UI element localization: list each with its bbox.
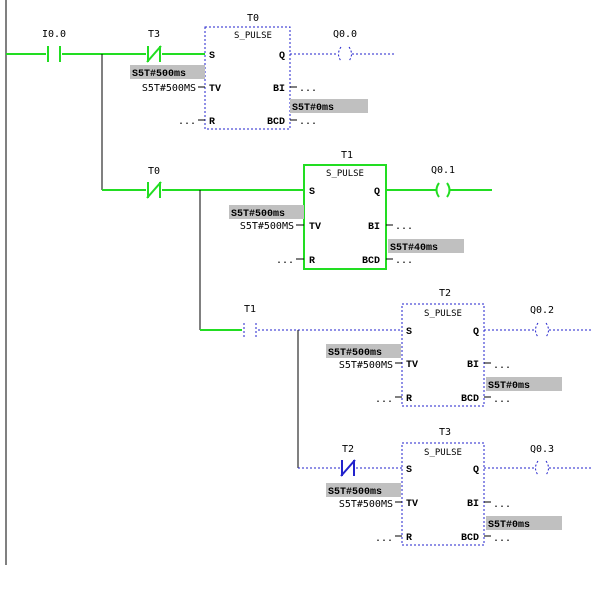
timer-block-t0[interactable]: T0 S_PULSE S Q TV BI R BCD S5T#500ms S5T… <box>130 13 368 130</box>
timer-t3-bcd-value: S5T#0ms <box>488 520 530 531</box>
timer-t0-tv-param: S5T#500MS <box>142 83 196 94</box>
timer-t3-label: T3 <box>439 427 451 438</box>
timer-t1-type: S_PULSE <box>326 169 364 179</box>
coil-q0-0-label: Q0.0 <box>333 29 357 40</box>
timer-t1-tv-actual: S5T#500ms <box>231 209 285 220</box>
timer-t2-r-input: ... <box>375 394 393 405</box>
timer-t0-pin-bi: BI <box>273 84 285 95</box>
timer-t1-bcd-output: ... <box>395 255 413 266</box>
timer-t0-pin-s: S <box>209 51 215 62</box>
contact-i0-0[interactable]: I0.0 <box>42 29 66 62</box>
timer-t2-pin-q: Q <box>473 327 479 338</box>
timer-t2-label: T2 <box>439 288 451 299</box>
timer-t2-type: S_PULSE <box>424 309 462 319</box>
timer-t0-pin-q: Q <box>279 51 285 62</box>
contact-t3-label: T3 <box>148 29 160 40</box>
coil-q0-2-label: Q0.2 <box>530 305 554 316</box>
timer-t0-pin-tv: TV <box>209 84 221 95</box>
rung-t3: T2 T3 S_PULSE S Q TV BI R BCD S5T#500ms … <box>298 427 592 546</box>
timer-t1-tv-param: S5T#500MS <box>240 221 294 232</box>
coil-q0-3[interactable]: Q0.3 <box>484 444 592 476</box>
timer-t0-pin-r: R <box>209 117 215 128</box>
timer-t2-pin-s: S <box>406 327 412 338</box>
timer-t3-tv-actual: S5T#500ms <box>328 487 382 498</box>
contact-t1-label: T1 <box>244 304 256 315</box>
timer-t3-bi-output: ... <box>493 499 511 510</box>
timer-block-t1[interactable]: T1 S_PULSE S Q TV BI R BCD S5T#500ms S5T… <box>229 150 464 270</box>
timer-t3-r-input: ... <box>375 533 393 544</box>
contact-t0-label: T0 <box>148 166 160 177</box>
timer-t2-pin-bcd: BCD <box>461 394 479 405</box>
timer-t0-bcd-output: ... <box>299 116 317 127</box>
timer-t2-bi-output: ... <box>493 360 511 371</box>
coil-q0-3-label: Q0.3 <box>530 444 554 455</box>
timer-t1-label: T1 <box>341 150 353 161</box>
timer-t2-pin-tv: TV <box>406 360 418 371</box>
timer-t0-tv-actual: S5T#500ms <box>132 69 186 80</box>
timer-t1-pin-r: R <box>309 256 315 267</box>
timer-t3-pin-r: R <box>406 533 412 544</box>
contact-t3[interactable]: T3 <box>146 29 162 63</box>
timer-t2-pin-bi: BI <box>467 360 479 371</box>
coil-q0-0[interactable]: Q0.0 <box>290 29 395 62</box>
timer-t3-pin-tv: TV <box>406 499 418 510</box>
timer-t1-pin-bcd: BCD <box>362 256 380 267</box>
timer-t3-tv-param: S5T#500MS <box>339 499 393 510</box>
rung-t1: T0 T1 S_PULSE S Q TV BI R BCD S5T#500ms … <box>102 150 492 270</box>
timer-t1-r-input: ... <box>276 255 294 266</box>
timer-t2-bcd-output: ... <box>493 394 511 405</box>
timer-t1-pin-s: S <box>309 187 315 198</box>
contact-i0-0-label: I0.0 <box>42 29 66 40</box>
contact-t1[interactable]: T1 <box>243 304 257 338</box>
timer-t3-pin-s: S <box>406 465 412 476</box>
coil-q0-1-label: Q0.1 <box>431 165 455 176</box>
rung-t0: I0.0 T3 T0 S_PULSE S Q TV BI R BCD <box>6 13 395 130</box>
timer-t0-pin-bcd: BCD <box>267 117 285 128</box>
contact-t2-label: T2 <box>342 444 354 455</box>
timer-t2-pin-r: R <box>406 394 412 405</box>
timer-t0-bi-output: ... <box>299 83 317 94</box>
timer-t3-bcd-output: ... <box>493 533 511 544</box>
timer-block-t2[interactable]: T2 S_PULSE S Q TV BI R BCD S5T#500ms S5T… <box>326 288 562 407</box>
timer-t3-pin-bcd: BCD <box>461 533 479 544</box>
timer-t3-pin-q: Q <box>473 465 479 476</box>
contact-t2[interactable]: T2 <box>340 444 356 477</box>
timer-t1-bcd-value: S5T#40ms <box>390 243 438 254</box>
coil-q0-2[interactable]: Q0.2 <box>484 305 592 338</box>
timer-t2-bcd-value: S5T#0ms <box>488 381 530 392</box>
coil-q0-1[interactable]: Q0.1 <box>386 165 492 198</box>
timer-t3-type: S_PULSE <box>424 448 462 458</box>
timer-t0-label: T0 <box>247 13 259 24</box>
timer-t0-type: S_PULSE <box>234 31 272 41</box>
timer-t1-pin-bi: BI <box>368 222 380 233</box>
contact-t0[interactable]: T0 <box>146 166 162 199</box>
timer-t0-bcd-value: S5T#0ms <box>292 103 334 114</box>
timer-block-t3[interactable]: T3 S_PULSE S Q TV BI R BCD S5T#500ms S5T… <box>326 427 562 546</box>
rung-t2: T1 T2 S_PULSE S Q TV BI R BCD S5T#500ms … <box>200 288 592 407</box>
timer-t1-pin-tv: TV <box>309 222 321 233</box>
timer-t3-pin-bi: BI <box>467 499 479 510</box>
timer-t0-r-input: ... <box>178 116 196 127</box>
timer-t1-bi-output: ... <box>395 221 413 232</box>
timer-t2-tv-param: S5T#500MS <box>339 360 393 371</box>
timer-t1-pin-q: Q <box>374 187 380 198</box>
timer-t2-tv-actual: S5T#500ms <box>328 348 382 359</box>
